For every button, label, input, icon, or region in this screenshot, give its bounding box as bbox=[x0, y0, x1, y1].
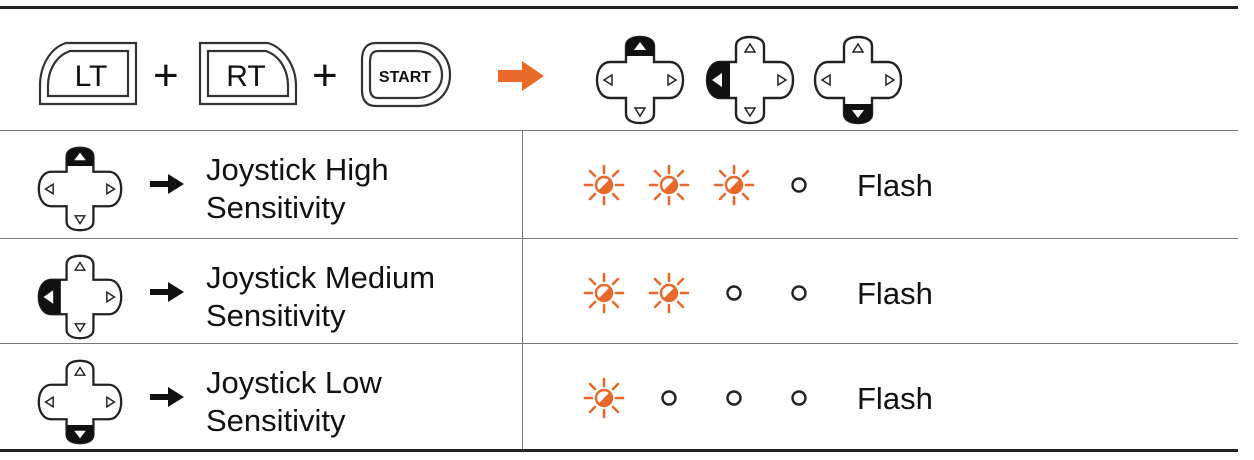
led-flashing-icon bbox=[583, 272, 625, 314]
top-rule bbox=[0, 6, 1238, 9]
mode-label-line2: Sensitivity bbox=[206, 298, 346, 333]
dpad-icon bbox=[705, 35, 795, 125]
column-divider bbox=[522, 130, 523, 450]
led-off-icon bbox=[791, 177, 807, 193]
bottom-rule bbox=[0, 449, 1238, 452]
dpad-icon bbox=[37, 146, 123, 232]
start-key-label: START bbox=[379, 69, 431, 86]
row-divider bbox=[0, 130, 1238, 131]
start-key-icon: START bbox=[360, 41, 452, 108]
led-off-icon bbox=[661, 390, 677, 406]
dpad-icon bbox=[595, 35, 685, 125]
status-label: Flash bbox=[857, 381, 933, 416]
led-flashing-icon bbox=[713, 164, 755, 206]
mode-label: Joystick High Sensitivity bbox=[206, 151, 506, 227]
row-divider bbox=[0, 238, 1238, 239]
mode-label-line2: Sensitivity bbox=[206, 190, 346, 225]
lt-key-label: LT bbox=[75, 60, 108, 93]
mode-label-line1: Joystick High bbox=[206, 152, 389, 187]
mode-label: Joystick Low Sensitivity bbox=[206, 364, 506, 440]
led-off-icon bbox=[791, 390, 807, 406]
sensitivity-row-high: Joystick High Sensitivity Flash bbox=[0, 131, 1238, 235]
row-divider bbox=[0, 343, 1238, 344]
combo-row: LT + RT + START bbox=[0, 10, 1254, 130]
sensitivity-row-low: Joystick Low Sensitivity Flash bbox=[0, 344, 1238, 448]
mode-label-line1: Joystick Low bbox=[206, 365, 382, 400]
rt-key-label: RT bbox=[226, 60, 265, 93]
plus-sign: + bbox=[312, 51, 338, 100]
arrow-right-icon bbox=[150, 174, 184, 194]
mode-label-line1: Joystick Medium bbox=[206, 260, 436, 295]
mode-label-line2: Sensitivity bbox=[206, 403, 346, 438]
lt-key-icon: LT bbox=[38, 41, 138, 106]
dpad-icon bbox=[813, 35, 903, 125]
led-off-icon bbox=[726, 285, 742, 301]
arrow-right-icon bbox=[150, 387, 184, 407]
led-off-icon bbox=[791, 285, 807, 301]
led-flashing-icon bbox=[583, 377, 625, 419]
mode-label: Joystick Medium Sensitivity bbox=[206, 259, 506, 335]
led-flashing-icon bbox=[648, 272, 690, 314]
dpad-icon bbox=[37, 254, 123, 340]
status-label: Flash bbox=[857, 168, 933, 203]
led-off-icon bbox=[726, 390, 742, 406]
rt-key-icon: RT bbox=[198, 41, 298, 106]
led-flashing-icon bbox=[648, 164, 690, 206]
dpad-icon bbox=[37, 359, 123, 445]
arrow-right-icon bbox=[498, 61, 544, 91]
led-flashing-icon bbox=[583, 164, 625, 206]
plus-sign: + bbox=[153, 51, 179, 100]
status-label: Flash bbox=[857, 276, 933, 311]
arrow-right-icon bbox=[150, 282, 184, 302]
sensitivity-row-medium: Joystick Medium Sensitivity Flash bbox=[0, 239, 1238, 343]
